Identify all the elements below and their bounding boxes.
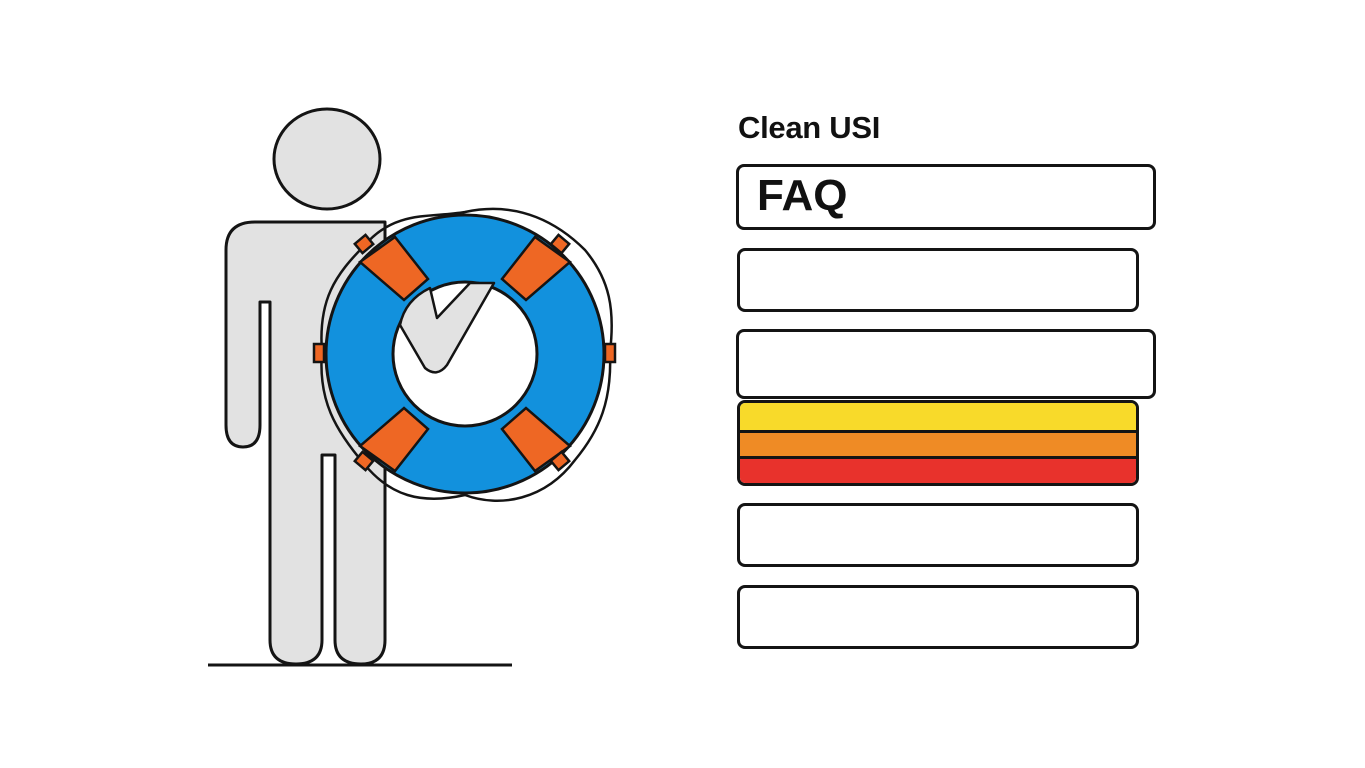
menu-item-2[interactable]: [737, 248, 1139, 312]
menu-item-3[interactable]: [736, 329, 1156, 399]
orange-band: [740, 429, 1136, 457]
menu-item-4[interactable]: [737, 503, 1139, 567]
page-title: Clean USI: [738, 110, 881, 145]
yellow-band: [740, 403, 1136, 430]
rope-icon: [320, 207, 613, 502]
lifebuoy-icon: [312, 213, 617, 495]
red-band: [740, 456, 1136, 483]
color-stack[interactable]: [737, 400, 1139, 486]
checkmark-icon: [398, 281, 496, 374]
support-illustration: [208, 107, 617, 667]
faq-button[interactable]: FAQ: [736, 164, 1156, 230]
menu-item-5[interactable]: [737, 585, 1139, 649]
